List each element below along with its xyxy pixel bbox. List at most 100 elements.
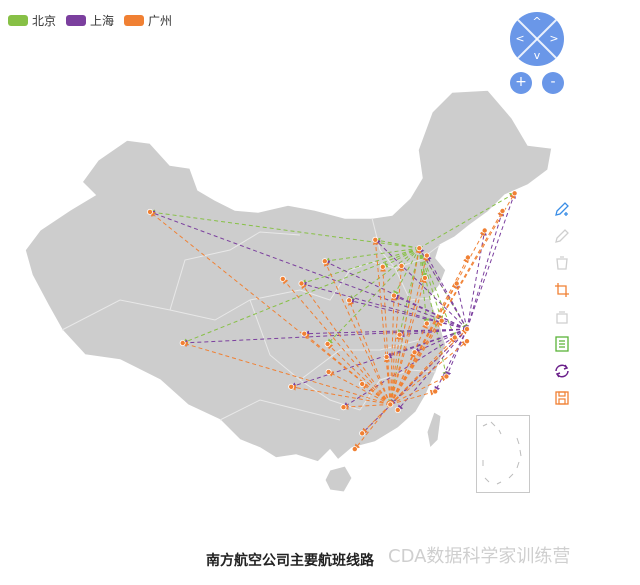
route-line-guangzhou-0[interactable] xyxy=(149,211,391,405)
legend-item-beijing[interactable]: 北京 xyxy=(8,12,56,29)
route-line-shanghai-8[interactable] xyxy=(418,247,468,330)
airport-marker[interactable] xyxy=(351,446,358,453)
route-line-guangzhou-26[interactable] xyxy=(389,319,443,405)
airport-marker[interactable] xyxy=(464,254,471,261)
airport-marker[interactable] xyxy=(396,331,403,338)
route-line-beijing-6[interactable] xyxy=(348,247,420,302)
airport-marker[interactable] xyxy=(325,368,332,375)
airport-marker[interactable] xyxy=(372,236,379,243)
route-line-shanghai-19[interactable] xyxy=(361,328,468,435)
mark-pen-icon[interactable] xyxy=(553,200,571,218)
zoom-out-button[interactable]: - xyxy=(542,72,564,94)
hainan-island-shape[interactable] xyxy=(324,465,353,493)
route-line-shanghai-12[interactable] xyxy=(454,282,468,330)
route-line-guangzhou-12[interactable] xyxy=(389,254,429,405)
airport-marker[interactable] xyxy=(340,404,347,411)
data-view-icon[interactable] xyxy=(553,335,571,353)
route-line-guangzhou-34[interactable] xyxy=(342,403,391,410)
airport-marker[interactable] xyxy=(383,353,390,360)
airport-marker[interactable] xyxy=(146,208,153,215)
route-line-guangzhou-19[interactable] xyxy=(380,265,391,405)
zoom-in-button[interactable]: + xyxy=(510,72,532,94)
data-zoom-reset-icon[interactable] xyxy=(553,308,571,326)
route-line-beijing-5[interactable] xyxy=(419,192,516,249)
route-line-shanghai-14[interactable] xyxy=(392,294,468,330)
route-line-beijing-13[interactable] xyxy=(393,247,420,297)
airport-marker[interactable] xyxy=(511,190,518,197)
route-line-guangzhou-33[interactable] xyxy=(354,404,391,451)
airport-marker[interactable] xyxy=(421,274,428,281)
china-mainland-shape[interactable] xyxy=(24,89,553,463)
airport-marker[interactable] xyxy=(438,317,445,324)
airport-marker[interactable] xyxy=(411,349,418,356)
route-line-shanghai-23[interactable] xyxy=(434,328,468,393)
route-line-beijing-7[interactable] xyxy=(397,248,420,336)
route-line-guangzhou-9[interactable] xyxy=(290,384,391,405)
route-line-guangzhou-28[interactable] xyxy=(389,328,468,405)
route-line-guangzhou-30[interactable] xyxy=(390,375,448,405)
route-line-guangzhou-18[interactable] xyxy=(389,276,427,405)
airport-marker[interactable] xyxy=(463,338,470,345)
airport-marker[interactable] xyxy=(298,280,305,287)
airport-marker[interactable] xyxy=(324,340,331,347)
airport-marker[interactable] xyxy=(301,330,308,337)
route-line-shanghai-20[interactable] xyxy=(342,328,468,408)
airport-marker[interactable] xyxy=(481,227,488,234)
route-line-beijing-10[interactable] xyxy=(418,248,456,339)
route-line-beijing-11[interactable] xyxy=(418,248,444,322)
airport-marker[interactable] xyxy=(416,245,423,252)
route-line-guangzhou-17[interactable] xyxy=(389,282,458,405)
pan-up-button[interactable]: ^ xyxy=(532,15,542,28)
legend-item-shanghai[interactable]: 上海 xyxy=(66,12,114,29)
airport-marker[interactable] xyxy=(453,280,460,287)
route-line-guangzhou-29[interactable] xyxy=(389,340,468,405)
route-line-guangzhou-25[interactable] xyxy=(389,322,428,405)
airport-marker[interactable] xyxy=(499,207,506,214)
route-line-shanghai-1[interactable] xyxy=(181,328,468,346)
route-line-guangzhou-5[interactable] xyxy=(348,299,391,405)
route-line-guangzhou-6[interactable] xyxy=(303,332,391,405)
china-map[interactable] xyxy=(24,89,553,493)
route-line-shanghai-17[interactable] xyxy=(413,328,468,354)
mark-clear-icon[interactable] xyxy=(553,254,571,272)
route-line-shanghai-7[interactable] xyxy=(374,238,468,330)
route-line-shanghai-22[interactable] xyxy=(445,328,468,378)
route-line-guangzhou-22[interactable] xyxy=(389,333,402,405)
airport-marker[interactable] xyxy=(359,380,366,387)
route-line-guangzhou-20[interactable] xyxy=(389,264,405,405)
route-line-shanghai-11[interactable] xyxy=(466,192,516,330)
airport-marker[interactable] xyxy=(321,258,328,265)
route-line-beijing-17[interactable] xyxy=(326,247,420,345)
airport-marker[interactable] xyxy=(346,297,353,304)
airport-marker[interactable] xyxy=(451,334,458,341)
route-line-shanghai-0[interactable] xyxy=(148,210,468,330)
route-line-guangzhou-4[interactable] xyxy=(324,260,391,405)
airport-marker[interactable] xyxy=(359,430,366,437)
route-line-guangzhou-23[interactable] xyxy=(383,355,391,405)
route-line-shanghai-2[interactable] xyxy=(290,328,468,389)
route-line-beijing-4[interactable] xyxy=(374,237,420,249)
airport-marker[interactable] xyxy=(387,401,394,408)
route-line-guangzhou-8[interactable] xyxy=(327,371,391,405)
airport-marker[interactable] xyxy=(379,263,386,270)
route-line-beijing-3[interactable] xyxy=(323,247,420,264)
pan-down-button[interactable]: v xyxy=(533,49,541,62)
airport-marker[interactable] xyxy=(398,262,405,269)
airport-marker[interactable] xyxy=(288,383,295,390)
airport-marker[interactable] xyxy=(394,406,401,413)
pan-left-button[interactable]: < xyxy=(515,32,525,45)
airport-marker[interactable] xyxy=(279,275,286,282)
route-line-guangzhou-31[interactable] xyxy=(390,389,437,405)
save-image-icon[interactable] xyxy=(553,389,571,407)
route-line-shanghai-5[interactable] xyxy=(348,298,468,330)
airport-marker[interactable] xyxy=(463,326,470,333)
airport-marker[interactable] xyxy=(423,320,430,327)
route-line-guangzhou-7[interactable] xyxy=(326,343,391,405)
airport-marker[interactable] xyxy=(390,292,397,299)
airport-marker[interactable] xyxy=(443,373,450,380)
mark-undo-icon[interactable] xyxy=(553,227,571,245)
taiwan-island-shape[interactable] xyxy=(426,411,442,450)
legend-item-guangzhou[interactable]: 广州 xyxy=(124,12,172,29)
route-line-shanghai-6[interactable] xyxy=(303,328,468,337)
route-line-guangzhou-1[interactable] xyxy=(181,341,391,405)
